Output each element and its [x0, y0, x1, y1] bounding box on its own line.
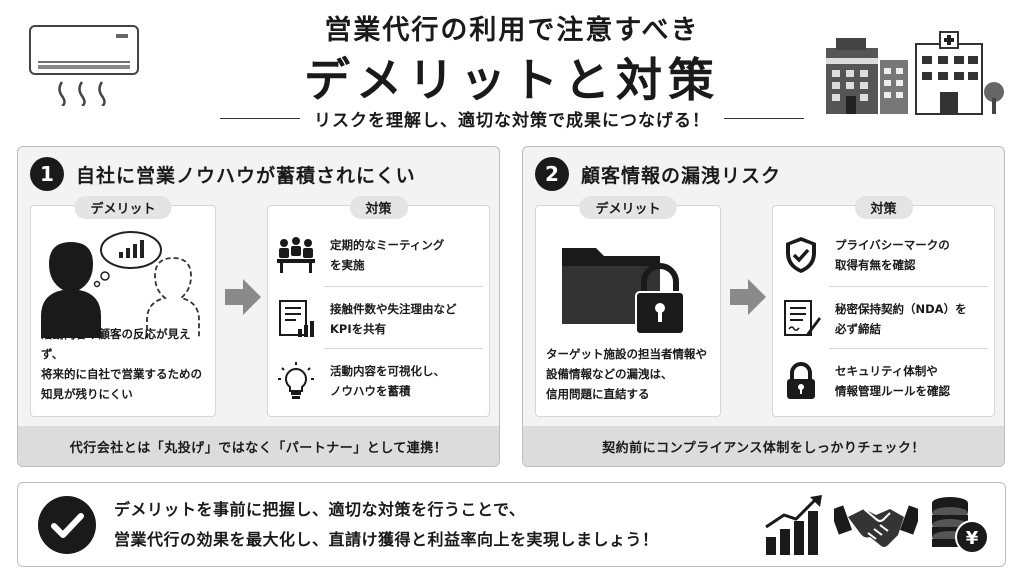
- subtitle-row: リスクを理解し、適切な対策で成果につなげる！: [0, 106, 1024, 131]
- countermeasure-label: 対策: [854, 196, 913, 219]
- panel-title: 自社に営業ノウハウが蓄積されにくい: [76, 164, 416, 187]
- locked-folder-icon: [562, 248, 685, 335]
- divider: [324, 348, 483, 349]
- demerit-label: デメリット: [74, 196, 172, 219]
- countermeasure-item: セキュリティ体制や 情報管理ルールを確認: [781, 352, 988, 410]
- countermeasure-text: セキュリティ体制や 情報管理ルールを確認: [835, 364, 950, 398]
- summary-box: デメリットを事前に把握し、適切な対策を行うことで、 営業代行の効果を最大化し、直…: [17, 482, 1006, 567]
- panel-footer: 契約前にコンプライアンス体制をしっかりチェック！: [523, 426, 1004, 466]
- demerit-description: ターゲット施設の担当者情報や 設備情報などの漏洩は、 信用問題に直結する: [546, 347, 707, 401]
- demerit-box: デメリット ターゲット施設の担当者情報や 設備情報などの漏洩は、 信用問題に直結…: [535, 196, 721, 417]
- countermeasure-text: 秘密保持契約（NDA）を 必ず締結: [835, 302, 967, 336]
- subtitle-rule-right: [724, 118, 804, 119]
- air-conditioner-icon: [29, 25, 139, 106]
- report-chart-icon: [276, 299, 316, 339]
- shield-check-icon: [781, 235, 821, 275]
- countermeasure-item: プライバシーマークの 取得有無を確認: [781, 226, 988, 284]
- subtitle: リスクを理解し、適切な対策で成果につなげる！: [314, 111, 710, 131]
- summary-text: デメリットを事前に把握し、適切な対策を行うことで、 営業代行の効果を最大化し、直…: [114, 495, 659, 555]
- thinking-person-icon: [41, 231, 200, 338]
- divider: [829, 348, 988, 349]
- padlock-icon: [781, 361, 821, 401]
- panel-number-badge: 1: [30, 157, 64, 191]
- countermeasure-label: 対策: [349, 196, 408, 219]
- demerit-description: 活動内容や顧客の反応が見えず、 将来的に自社で営業するための 知見が残りにくい: [41, 327, 202, 401]
- panel-knowhow: 1 自社に営業ノウハウが蓄積されにくい デメリット 活動内容や顧客の反応が見えず…: [17, 146, 500, 467]
- subtitle-rule-left: [220, 118, 300, 119]
- demerit-label: デメリット: [579, 196, 677, 219]
- arrow-right-icon: [225, 279, 261, 315]
- countermeasure-item: 定期的なミーティング を実施: [276, 226, 483, 284]
- countermeasure-text: 接触件数や失注理由など KPIを共有: [330, 302, 457, 336]
- panel-footer: 代行会社とは「丸投げ」ではなく「パートナー」として連携！: [18, 426, 499, 466]
- demerit-box: デメリット 活動内容や顧客の反応が見えず、 将来的に自社で営業するための 知見が…: [30, 196, 216, 417]
- meeting-icon: [276, 235, 316, 275]
- title-line-2: デメリットと対策: [304, 53, 720, 107]
- summary-line-1: デメリットを事前に把握し、適切な対策を行うことで、: [114, 500, 526, 519]
- countermeasure-text: 定期的なミーティング を実施: [330, 238, 445, 272]
- countermeasure-box: 対策 プライバシーマークの 取得有無を確認: [772, 196, 995, 417]
- arrow-right-icon: [730, 279, 766, 315]
- yen-glyph: ¥: [966, 528, 979, 549]
- coins-yen-icon: ¥: [932, 497, 989, 554]
- summary-line-2: 営業代行の効果を最大化し、直請け獲得と利益率向上を実現しましょう！: [114, 530, 659, 549]
- lightbulb-icon: [276, 361, 316, 401]
- panel-data-leak: 2 顧客情報の漏洩リスク デメリット ターゲット施設の担当者情報や 設備情報など…: [522, 146, 1005, 467]
- divider: [324, 286, 483, 287]
- handshake-icon: [834, 505, 918, 547]
- countermeasure-box: 対策 定期的なミーティング を実施: [267, 196, 490, 417]
- growth-chart-icon: [765, 495, 822, 555]
- divider: [829, 286, 988, 287]
- contract-icon: [781, 299, 821, 339]
- panel-number-badge: 2: [535, 157, 569, 191]
- panel-header: 2 顧客情報の漏洩リスク: [535, 157, 781, 191]
- title-line-1: 営業代行の利用で注意すべき: [324, 15, 700, 46]
- countermeasure-item: 接触件数や失注理由など KPIを共有: [276, 290, 483, 348]
- countermeasure-text: 活動内容を可視化し、 ノウハウを蓄積: [330, 364, 445, 398]
- check-circle-icon: [38, 496, 96, 554]
- countermeasure-item: 秘密保持契約（NDA）を 必ず締結: [781, 290, 988, 348]
- panel-header: 1 自社に営業ノウハウが蓄積されにくい: [30, 157, 416, 191]
- panel-title: 顧客情報の漏洩リスク: [581, 164, 782, 187]
- countermeasure-item: 活動内容を可視化し、 ノウハウを蓄積: [276, 352, 483, 410]
- buildings-icon: [826, 31, 1004, 115]
- countermeasure-text: プライバシーマークの 取得有無を確認: [835, 238, 950, 272]
